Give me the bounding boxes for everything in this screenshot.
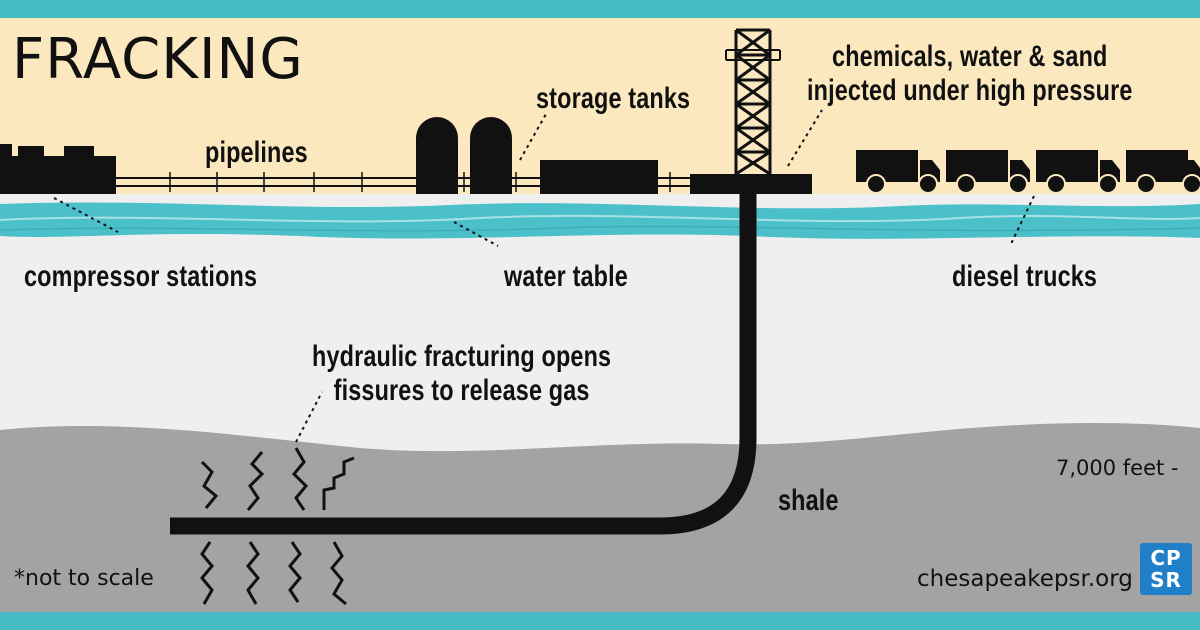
fracture-lines	[200, 447, 355, 606]
logo-text-top: CP	[1150, 546, 1182, 570]
logo-text-bottom: SR	[1150, 568, 1182, 592]
wellbore-pipe	[170, 194, 757, 535]
cpsr-logo: CP SR	[1140, 543, 1192, 595]
website-link[interactable]: chesapeakepsr.org	[917, 566, 1133, 592]
water-highlight	[0, 214, 1200, 223]
page-title: FRACKING	[12, 27, 304, 92]
truck-icon	[1126, 150, 1200, 194]
shale-label: shale	[778, 484, 839, 517]
shale-layer	[0, 422, 1200, 612]
water-table-label: water table	[504, 260, 628, 293]
fracturing-label: hydraulic fracturing opens fissures to r…	[312, 340, 612, 407]
water-highlight-2	[0, 225, 1200, 232]
diesel-trucks-label: diesel trucks	[952, 260, 1098, 293]
compressor-station-icon	[0, 144, 116, 194]
drilling-rig-icon	[725, 28, 781, 176]
well-pad	[690, 174, 812, 194]
not-to-scale-note: *not to scale	[14, 566, 154, 591]
pipelines-label: pipelines	[205, 136, 308, 169]
injection-label: chemicals, water & sand injected under h…	[807, 40, 1133, 107]
storage-tanks-label: storage tanks	[536, 82, 691, 115]
depth-marker: 7,000 feet -	[1056, 456, 1179, 480]
storage-tank-icon	[416, 117, 658, 194]
leader-lines	[53, 109, 1035, 443]
truck-icon	[1036, 150, 1120, 194]
water-table-band	[0, 202, 1200, 239]
truck-icon	[856, 150, 940, 194]
truck-icon	[946, 150, 1030, 194]
compressor-stations-label: compressor stations	[24, 260, 258, 293]
